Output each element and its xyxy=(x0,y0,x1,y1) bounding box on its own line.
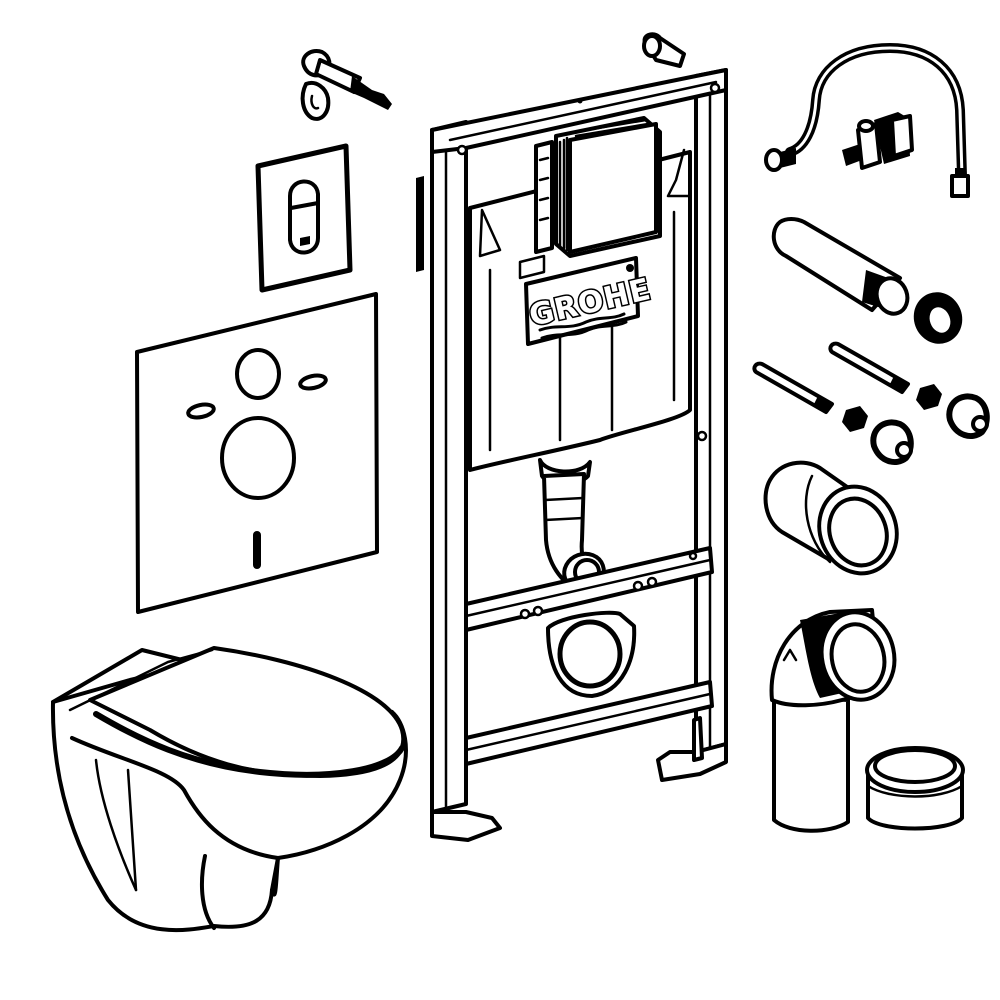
supply-hose-icon xyxy=(764,43,970,198)
drain-elbow-icon xyxy=(769,608,897,833)
acoustic-pad-icon xyxy=(135,292,379,614)
mounting-bolts-icon xyxy=(752,341,990,465)
wall-anchor-bracket-icon xyxy=(300,49,392,121)
flush-plate-icon xyxy=(255,143,353,293)
wc-bowl-icon xyxy=(50,646,408,933)
flush-connector-icon xyxy=(763,460,899,576)
end-cap-icon xyxy=(865,746,965,831)
installation-frame-icon: GROHE xyxy=(416,32,728,842)
flush-pipe-icon xyxy=(771,217,963,344)
